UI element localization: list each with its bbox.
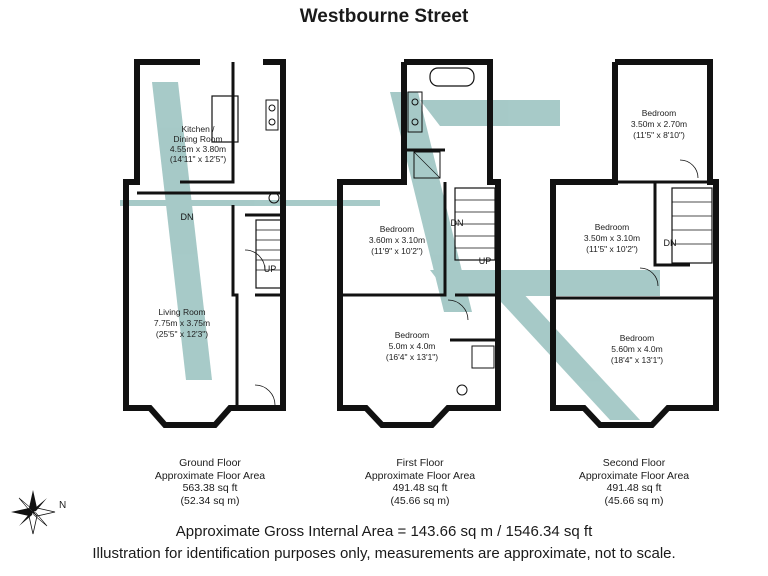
first-bedroom-2-metric: 5.0m x 4.0m (389, 341, 436, 351)
second-floor-area-label: Approximate Floor Area (578, 469, 690, 482)
second-floor-name: Second Floor (602, 457, 666, 469)
second-bedroom-2-imperial: (11'5" x 10'2") (586, 244, 638, 254)
second-bedroom-3-name: Bedroom (620, 333, 655, 343)
living-room-metric: 7.75m x 3.75m (154, 318, 210, 328)
ground-floor-caption: Ground Floor Approximate Floor Area 563.… (120, 457, 300, 507)
second-floor-sqm: (45.66 sq m) (604, 494, 664, 507)
ground-floor-sqm: (52.34 sq m) (180, 494, 240, 507)
compass-rose-icon (11, 490, 56, 535)
first-floor-area-label: Approximate Floor Area (364, 469, 476, 482)
plan-title: Westbourne Street (299, 6, 469, 27)
living-room-name: Living Room (158, 307, 205, 317)
first-bedroom-1-imperial: (11'9" x 10'2") (371, 246, 423, 256)
first-stair-down-label: DN (451, 218, 464, 228)
kitchen-room-metric: 4.55m x 3.80m (170, 144, 226, 154)
ground-stair-down-label: DN (181, 212, 194, 222)
living-room-imperial: (25'5" x 12'3") (156, 329, 208, 339)
compass-north-label: N (59, 500, 67, 511)
first-bedroom-2-imperial: (16'4" x 13'1") (386, 352, 438, 362)
watermark-logo (120, 82, 660, 420)
first-floor-caption: First Floor Approximate Floor Area 491.4… (330, 457, 510, 507)
kitchen-room-imperial: (14'11" x 12'5") (170, 154, 227, 164)
first-stair-up-label: UP (479, 256, 492, 266)
ground-floor-area-label: Approximate Floor Area (154, 469, 266, 482)
first-bedroom-2-name: Bedroom (395, 330, 430, 340)
second-floor-plan (550, 59, 719, 428)
second-floor-caption: Second Floor Approximate Floor Area 491.… (544, 457, 724, 507)
ground-stair-up-label: UP (264, 264, 277, 274)
gross-area-note: Approximate Gross Internal Area = 143.66… (175, 523, 593, 540)
second-bedroom-1-imperial: (11'5" x 8'10") (633, 130, 685, 140)
ground-floor-plan (123, 59, 286, 428)
first-floor-sqft: 491.48 sq ft (392, 482, 448, 494)
ground-floor-name: Ground Floor (179, 457, 241, 469)
kitchen-room-name-2: Dining Room (173, 134, 222, 144)
first-floor-sqm: (45.66 sq m) (390, 494, 450, 507)
first-bedroom-1-name: Bedroom (380, 224, 415, 234)
disclaimer-note: Illustration for identification purposes… (92, 545, 676, 562)
first-floor-plan (337, 59, 501, 428)
first-bedroom-1-metric: 3.60m x 3.10m (369, 235, 425, 245)
second-bedroom-1-metric: 3.50m x 2.70m (631, 119, 687, 129)
first-floor-name: First Floor (396, 457, 444, 469)
second-bedroom-3-imperial: (18'4" x 13'1") (611, 355, 663, 365)
second-stair-down-label: DN (664, 238, 677, 248)
second-bedroom-1-name: Bedroom (642, 108, 677, 118)
second-bedroom-2-name: Bedroom (595, 222, 630, 232)
kitchen-room-name: Kitchen / (181, 124, 215, 134)
ground-floor-sqft: 563.38 sq ft (182, 482, 238, 494)
second-bedroom-2-metric: 3.50m x 3.10m (584, 233, 640, 243)
second-bedroom-3-metric: 5.60m x 4.0m (611, 344, 663, 354)
second-floor-sqft: 491.48 sq ft (606, 482, 662, 494)
